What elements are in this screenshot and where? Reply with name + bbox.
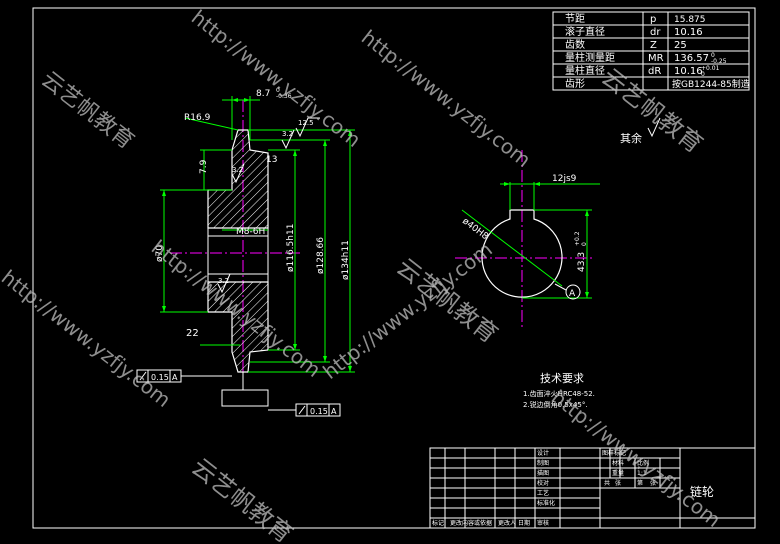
tb-ratio: 比例 [637,459,649,467]
dim-top-width-tol-bottom: -0.36 [276,93,292,100]
param-value-1: 15.875 [674,15,706,25]
dim-13: 13 [266,155,277,165]
tb-design: 设计 [537,449,549,457]
tb-sheet: 共 [604,479,610,487]
dim-thread: M8-6H [236,227,265,237]
dim-top-width: 8.7 [256,89,270,99]
param-symbol-4: MR [648,53,664,64]
dim-70: ø70 [155,245,165,262]
gdt-frame-1: 0.15 A [136,369,232,383]
param-value-5-tol-top: +0.01 [701,65,720,72]
datum-block [221,372,269,407]
tb-mark: 标记 [432,519,444,527]
dim-134: ø134h11 [341,240,351,280]
param-name-5: 量柱直径 [565,64,605,77]
rough-32c: 3.2 [218,277,229,285]
dim-keydepth-tol-top: +0.2 [574,231,581,246]
param-value-3: 25 [674,40,687,51]
gdt1-tol: 0.15 [151,373,169,382]
rough-125: 12.5 [298,119,314,127]
param-name-6: 齿形 [565,78,585,90]
param-symbol-3: Z [650,40,657,51]
dim-top-width-tol-top: 0 [276,87,280,94]
dim-keyway: 12js9 [552,174,577,184]
tb-trace: 描图 [537,469,549,477]
tb-change: 更改内容或依据 [450,519,492,527]
tb-sheet2: 张 [615,479,621,487]
tech-item-1: 1.齿面淬火HRC48-52. [523,389,595,398]
param-value-5-tol-bottom: 0 [701,71,705,78]
drawing-border [32,7,756,529]
runout-icon-2 [298,405,306,415]
gdt1-ref: A [172,373,178,382]
param-name-4: 量柱测量距 [565,51,615,64]
roughness-symbols [217,117,320,294]
section-view: 8.7 0 -0.36 R16.9 12.5 3.2 3.2 3.2 7.9 1… [136,87,355,417]
param-symbol-1: p [650,14,656,25]
tb-check: 校对 [537,479,549,487]
dim-keydepth-tol-bottom: 0 [581,242,588,246]
bore-with-keyway [481,209,563,298]
param-name-2: 滚子直径 [565,25,605,38]
tb-scale: 1:1 [637,470,647,477]
rough-32a: 3.2 [282,130,293,138]
param-name-3: 齿数 [565,38,585,51]
dim-79: 7.9 [199,159,209,174]
param-symbol-5: dR [648,66,661,77]
param-symbol-2: dr [650,27,661,38]
dimension-arrows [162,98,352,372]
tb-page: 第 [637,479,643,487]
datum-circle [565,284,581,300]
tb-craft: 工艺 [537,489,549,497]
dim-128: ø128.66 [316,237,326,274]
tb-draw: 制图 [537,459,549,467]
param-value-6: 按GB1244-85制造 [672,78,750,90]
dim-116: ø116.5h11 [286,224,296,272]
tb-changer: 更改人 [498,519,516,527]
title-block [429,447,756,529]
runout-icon [139,371,147,381]
tech-title: 技术要求 [540,372,584,385]
param-value-2: 10.16 [674,27,703,38]
dim-radius: R16.9 [184,113,211,123]
tb-weight: 重量 [612,469,624,477]
rest-note: 其余 [620,131,642,145]
param-name-1: 节距 [565,13,585,25]
param-value-4-tol-bottom: -0.25 [711,58,727,65]
param-value-4-tol-top: 0 [711,52,715,59]
tb-material: 材料 [612,459,624,467]
tb-stdcheck: 标准化 [537,499,555,507]
tb-page2: 张 [650,479,656,487]
tech-item-2: 2.锐边倒角0.5x45°. [523,400,588,409]
dim-22: 22 [186,328,199,339]
param-table [552,11,750,91]
part-name: 链轮 [690,484,714,499]
param-value-4: 136.57 [674,53,709,64]
gdt2-tol: 0.15 [310,407,328,416]
gdt-frame-2: 0.15 A [268,403,341,417]
datum-label: A [569,289,576,299]
rough-32b: 3.2 [232,166,243,174]
param-value-5: 10.16 [674,66,703,77]
tb-approve: 审核 [537,519,549,527]
gdt2-ref: A [331,407,337,416]
tb-drawing-no: 图样标记 [602,449,626,457]
dim-keydepth: 43.3 [577,252,587,272]
rest-roughness-icon [647,117,661,138]
tb-date: 日期 [518,519,530,527]
